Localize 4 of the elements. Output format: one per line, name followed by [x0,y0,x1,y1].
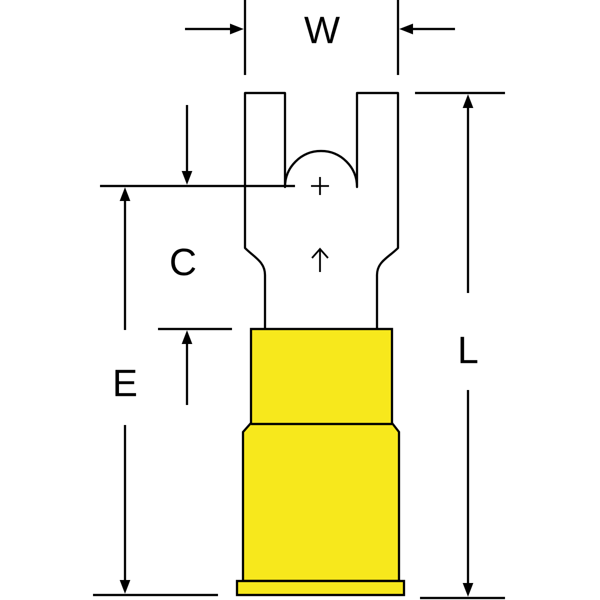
dimension-label: W [304,16,340,44]
dimension-label: E [115,370,136,396]
dimension-label: L [460,336,478,364]
dimension-label: C [171,248,196,276]
